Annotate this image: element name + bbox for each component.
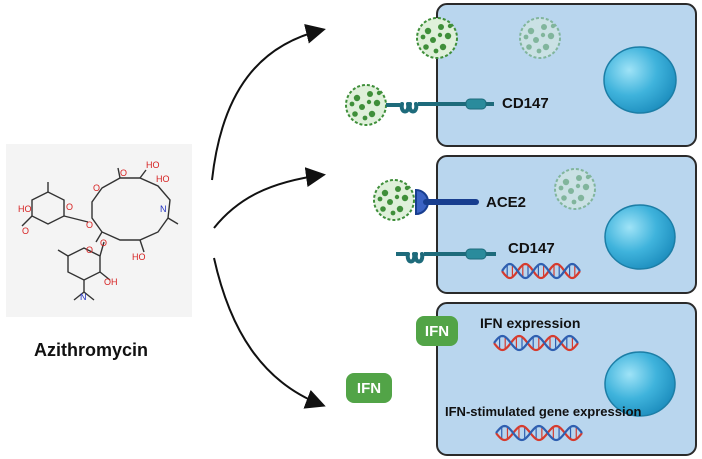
nucleus-1 <box>603 46 677 114</box>
cell-panel-1 <box>345 3 697 147</box>
ace2-label: ACE2 <box>486 194 527 211</box>
atom-ho2: HO <box>146 160 160 170</box>
atom-oh1: OH <box>104 277 118 287</box>
virus-inside-2 <box>554 168 596 210</box>
atom-ho4: HO <box>132 252 146 262</box>
arrows <box>211 24 326 409</box>
ifn-expression-label: IFN expression <box>480 315 581 331</box>
cd147-transmembrane-2 <box>465 248 487 260</box>
atom-n2: N <box>80 292 87 302</box>
arrow-to-panel3 <box>213 257 326 409</box>
virus-inside-1 <box>519 17 561 59</box>
atom-ho3: HO <box>156 174 170 184</box>
cd147-transmembrane-1 <box>465 98 487 110</box>
dna-helix-panel3-top <box>493 334 579 352</box>
atom-o1: O <box>93 183 100 193</box>
cd147-receptor-loops-1 <box>399 102 419 114</box>
atom-o6: O <box>100 238 107 248</box>
atom-o3: O <box>66 202 73 212</box>
dna-helix-panel3-bottom <box>495 424 583 442</box>
ifn-badge-outside: IFN <box>346 373 392 403</box>
virus-outside-1 <box>345 84 387 126</box>
dna-strand-blue <box>501 262 581 280</box>
isg-expression-label: IFN-stimulated gene expression <box>445 404 642 419</box>
cell-panel-2 <box>373 155 697 294</box>
nucleus-3 <box>604 351 676 417</box>
dna-strand-blue <box>495 424 583 442</box>
cell-panel-3 <box>436 302 697 456</box>
arrow-to-panel1 <box>211 24 326 181</box>
azithromycin-structure: O O O O O O O HO OH HO HO HO N N <box>6 144 192 317</box>
dna-strand-blue <box>493 334 579 352</box>
atom-o7: O <box>86 245 93 255</box>
structure-background <box>6 144 192 317</box>
arrow-to-panel2 <box>213 167 326 229</box>
virus-bound-ace2 <box>373 179 415 221</box>
cd147-label-1: CD147 <box>502 95 549 112</box>
dna-helix-panel2 <box>501 262 581 280</box>
dna-strand-red <box>495 424 583 442</box>
cd147-label-2: CD147 <box>508 240 555 257</box>
drug-name-label: Azithromycin <box>34 340 149 360</box>
dna-strand-red <box>501 262 581 280</box>
atom-o2: O <box>120 168 127 178</box>
ifn-badge-in-cell: IFN <box>416 316 458 346</box>
nucleus-2 <box>604 204 676 270</box>
atom-n1: N <box>160 204 167 214</box>
atom-o5: O <box>22 226 29 236</box>
virus-entering-1 <box>416 17 458 59</box>
atom-ho1: HO <box>18 204 32 214</box>
cd147-receptor-loops-2 <box>405 252 425 264</box>
cell-membrane-3 <box>436 302 697 456</box>
dna-strand-red <box>493 334 579 352</box>
atom-o4: O <box>86 220 93 230</box>
